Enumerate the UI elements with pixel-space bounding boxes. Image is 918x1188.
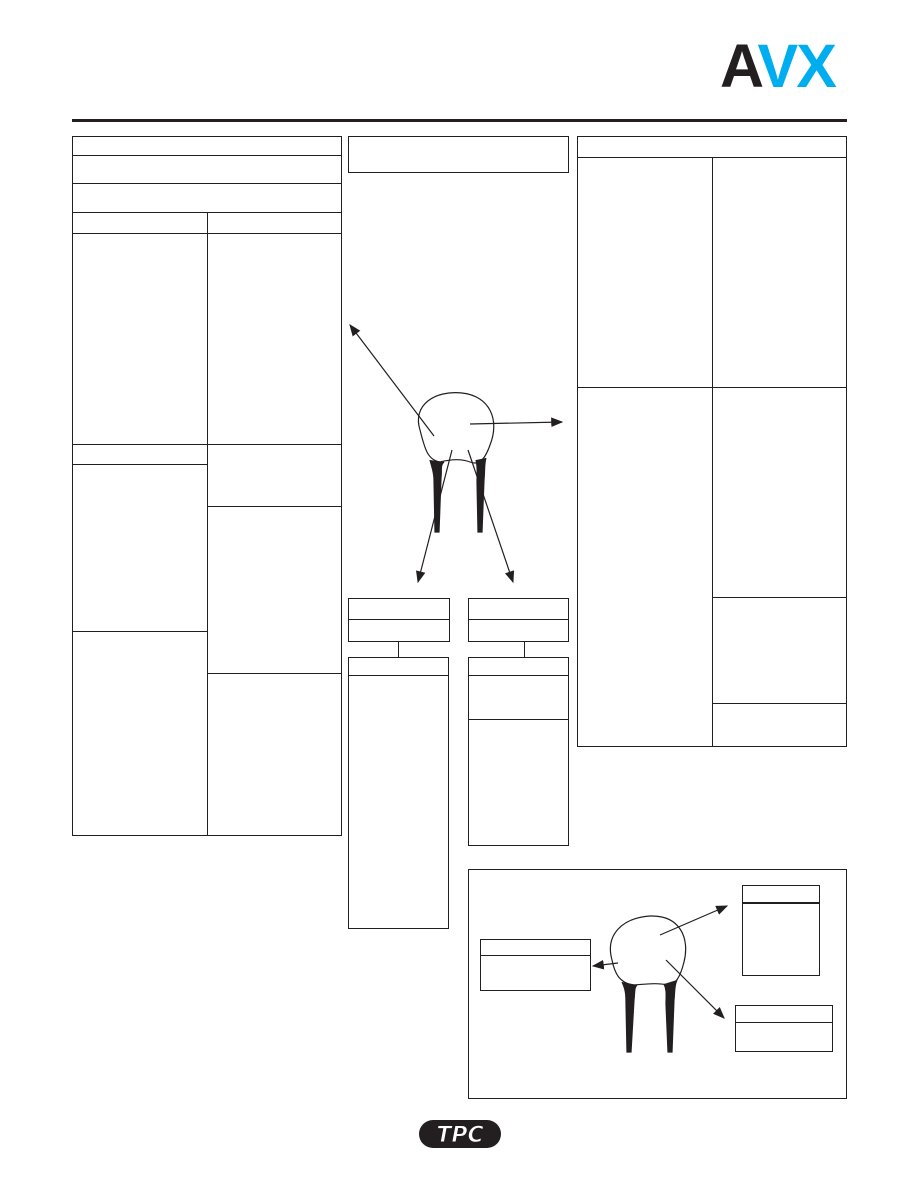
lead-label-box-right (468, 598, 569, 642)
left-table-row-divider (73, 183, 341, 184)
marking-box-left (480, 939, 591, 991)
arrow-left (591, 959, 619, 970)
arrow-down-right (467, 449, 515, 584)
box-divider (736, 1022, 832, 1023)
left-table-row-divider (73, 464, 207, 465)
right-table-row-divider (578, 387, 846, 388)
arrow-down-left (416, 449, 453, 584)
left-table-row-divider (73, 444, 341, 445)
capacitor-body (609, 915, 687, 986)
box-divider (469, 619, 568, 620)
box-divider (743, 902, 819, 904)
box-divider (469, 675, 568, 676)
connector-right (524, 642, 525, 657)
capacitor-lead-right (663, 979, 678, 1053)
option-list-left (348, 657, 449, 929)
box-divider (349, 619, 449, 620)
option-list-right (468, 657, 569, 846)
right-table-row-divider (712, 703, 846, 704)
arrow-upper-left (349, 324, 435, 437)
left-table-row-divider (207, 673, 341, 674)
right-table-column-divider (712, 157, 713, 746)
marking-box-bottom-right (735, 1005, 833, 1052)
capacitor-diagram-main (349, 324, 564, 584)
left-table-row-divider (73, 631, 207, 632)
tpc-logo-letters: TPC (436, 1123, 483, 1148)
arrow-upper-right (659, 905, 729, 936)
lead-label-box-left (348, 598, 450, 642)
capacitor-diagram-marking (591, 905, 729, 1053)
tpc-logo-graphic: TPC (419, 1120, 501, 1149)
capacitor-lead-left (429, 459, 445, 533)
capacitor-lead-right (475, 457, 487, 533)
left-table-column-divider (207, 212, 208, 835)
connector-left (398, 642, 399, 657)
left-table (72, 136, 342, 836)
arrow-right (469, 417, 564, 428)
capacitor-body (417, 392, 495, 464)
avx-logo: AVX (720, 32, 850, 100)
left-table-row-divider (73, 155, 341, 156)
marking-panel (468, 869, 847, 1099)
arrow-lower-right (665, 959, 725, 1019)
box-divider (349, 675, 448, 676)
avx-logo-text: AVX (720, 32, 837, 100)
right-table (577, 136, 847, 747)
header-rule (72, 119, 847, 122)
left-table-row-divider (207, 506, 341, 507)
capacitor-lead-left (621, 981, 638, 1053)
box-divider (481, 955, 590, 956)
middle-title-box (348, 136, 569, 173)
box-divider (469, 719, 568, 720)
right-table-row-divider (712, 597, 846, 598)
marking-box-top-right (742, 885, 820, 976)
tpc-logo: TPC (418, 1118, 502, 1150)
